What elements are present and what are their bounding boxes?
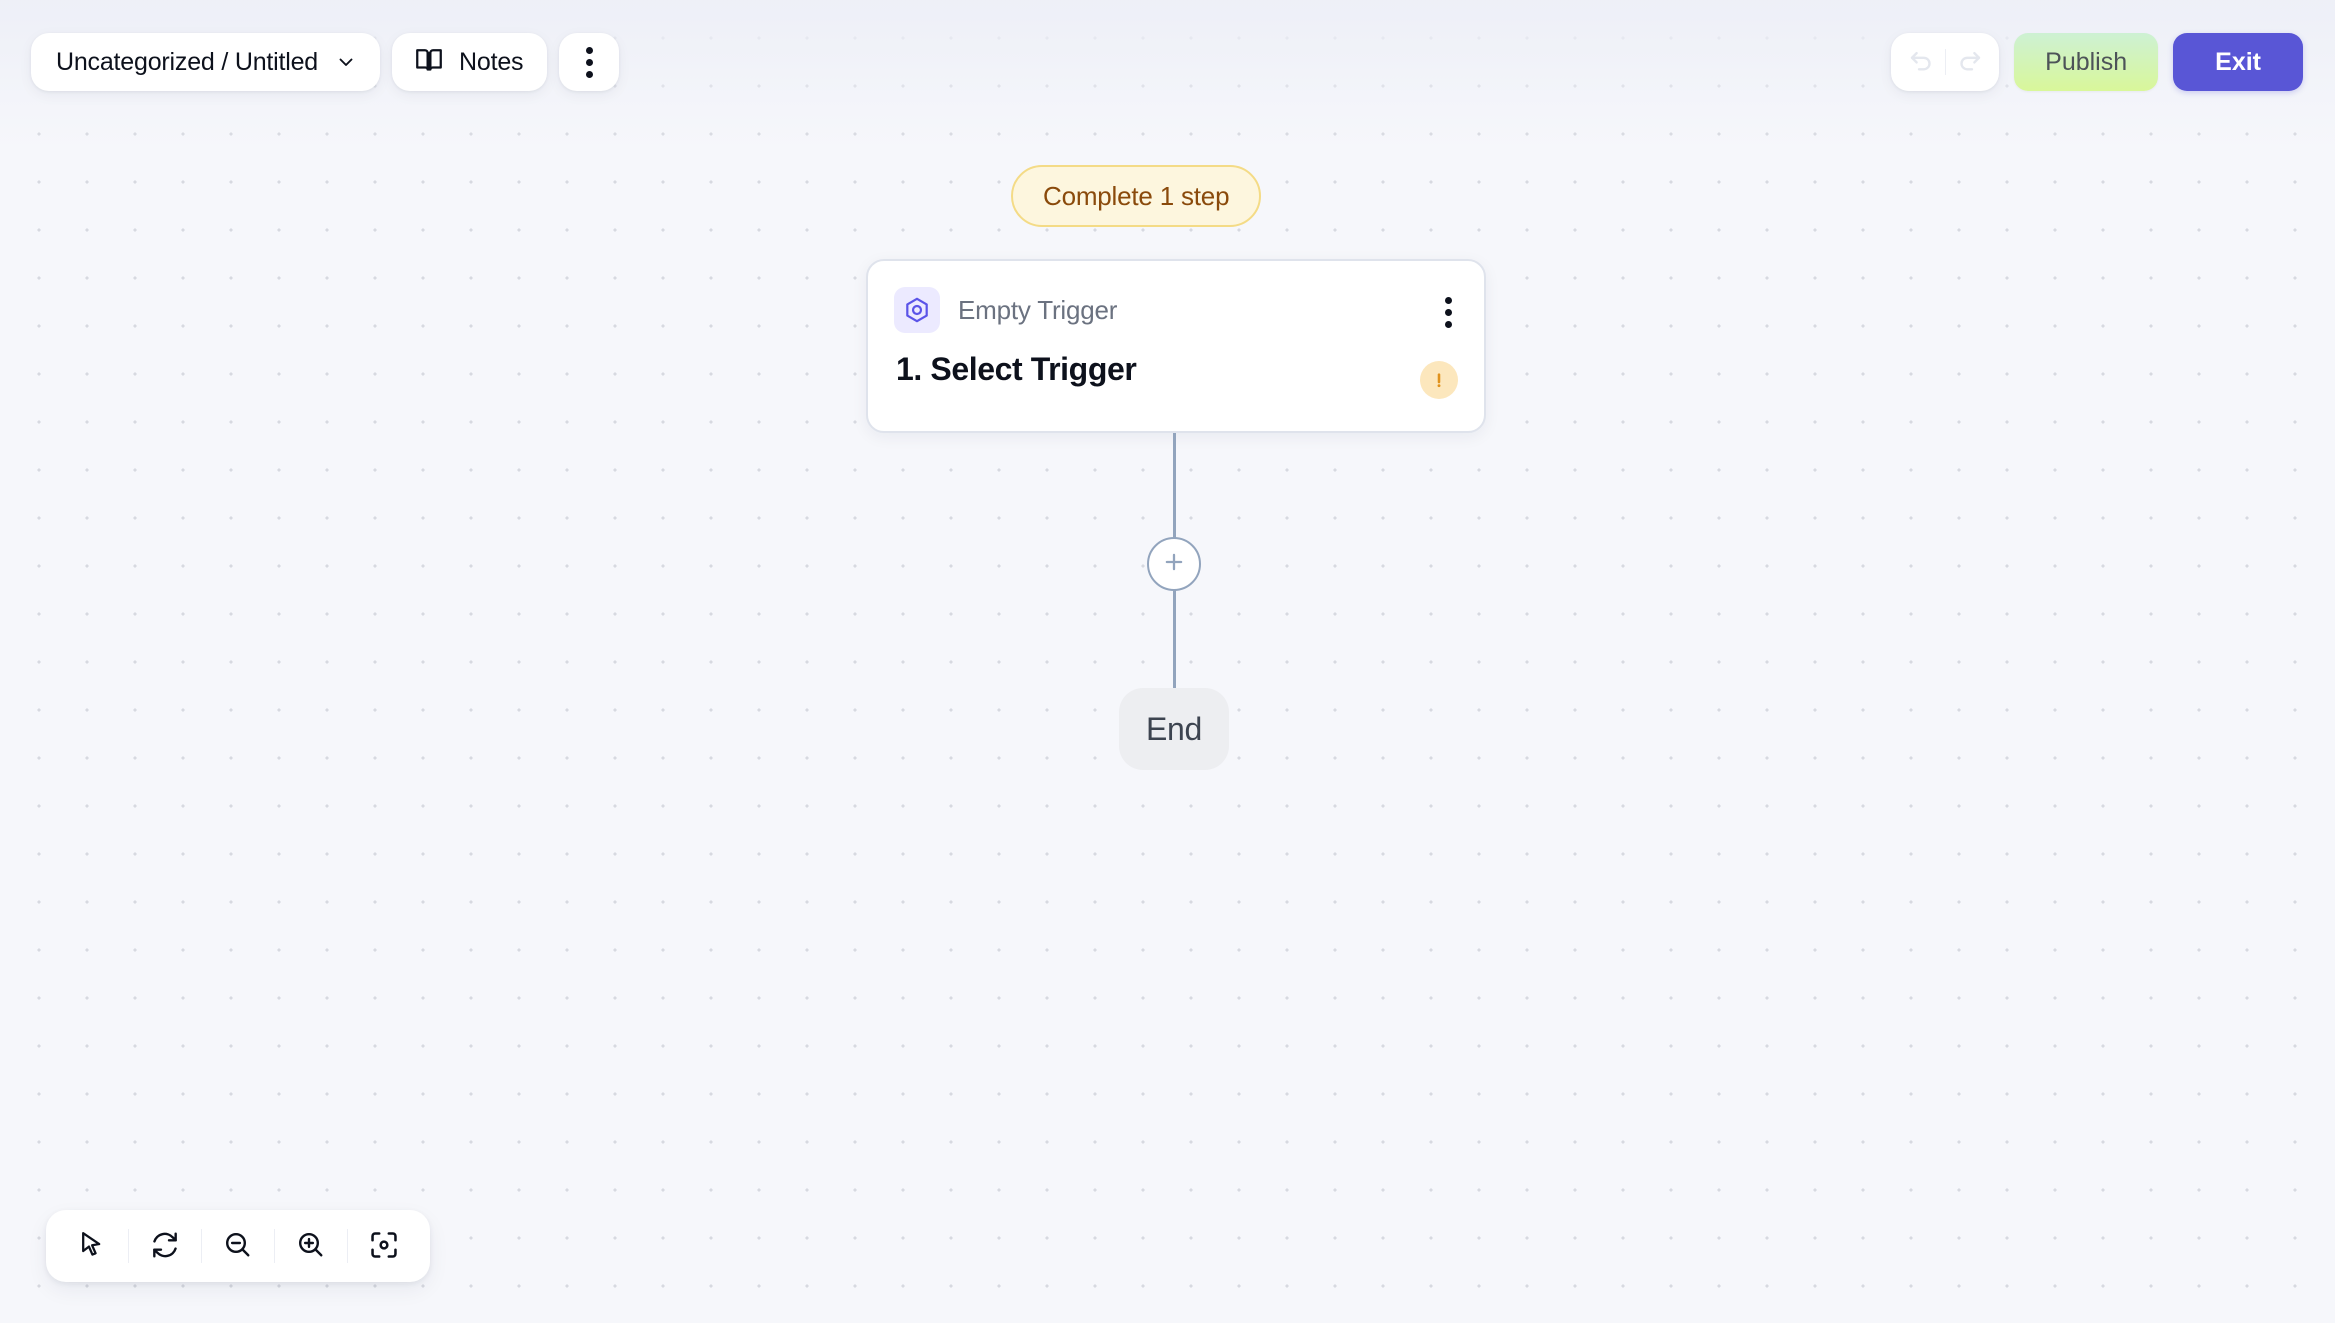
book-icon — [414, 45, 444, 80]
canvas-toolbar — [46, 1210, 430, 1282]
refresh-icon — [149, 1229, 181, 1264]
trigger-node-card[interactable]: Empty Trigger 1. Select Trigger — [866, 259, 1486, 433]
toolbar-divider — [128, 1229, 129, 1263]
zoom-out-tool[interactable] — [202, 1210, 274, 1282]
toolbar-divider — [274, 1229, 275, 1263]
topbar-left-cluster: Uncategorized / Untitled Notes — [31, 33, 620, 91]
warning-exclamation-icon[interactable] — [1420, 361, 1458, 399]
breadcrumb-label: Uncategorized / Untitled — [56, 47, 319, 76]
notes-button[interactable]: Notes — [392, 33, 548, 91]
status-badge[interactable]: Complete 1 step — [1011, 165, 1262, 227]
undo-icon — [1906, 45, 1936, 80]
cursor-select-tool[interactable] — [56, 1210, 128, 1282]
edge-add-to-end — [1173, 590, 1176, 690]
edge-trigger-to-add — [1173, 433, 1176, 538]
reset-layout-tool[interactable] — [129, 1210, 201, 1282]
publish-button[interactable]: Publish — [2014, 33, 2159, 91]
topbar-right-cluster: Publish Exit — [1891, 33, 2303, 91]
trigger-node-title: 1. Select Trigger — [896, 351, 1137, 387]
cursor-arrow-icon — [76, 1229, 108, 1264]
hexagon-target-icon — [894, 287, 940, 333]
kebab-menu-icon — [585, 46, 593, 78]
zoom-out-icon — [222, 1229, 254, 1264]
trigger-node-subtitle: Empty Trigger — [958, 294, 1118, 325]
end-node[interactable]: End — [1119, 688, 1229, 770]
toolbar-divider — [201, 1229, 202, 1263]
notes-label: Notes — [459, 47, 524, 76]
more-options-button[interactable] — [559, 33, 620, 91]
zoom-in-icon — [295, 1229, 327, 1264]
exit-button[interactable]: Exit — [2173, 33, 2303, 91]
fit-view-tool[interactable] — [348, 1210, 420, 1282]
add-step-button[interactable] — [1147, 537, 1201, 591]
trigger-node-header: Empty Trigger — [868, 261, 1484, 333]
redo-button[interactable] — [1946, 33, 1994, 91]
history-controls — [1891, 33, 2000, 91]
zoom-in-tool[interactable] — [275, 1210, 347, 1282]
plus-icon — [1161, 549, 1187, 580]
toolbar-divider — [347, 1229, 348, 1263]
chevron-down-icon — [336, 52, 356, 72]
breadcrumb-selector[interactable]: Uncategorized / Untitled — [31, 33, 381, 91]
trigger-node-menu-button[interactable] — [1445, 297, 1452, 328]
fit-frame-icon — [368, 1229, 400, 1264]
redo-icon — [1955, 45, 1985, 80]
undo-button[interactable] — [1897, 33, 1945, 91]
